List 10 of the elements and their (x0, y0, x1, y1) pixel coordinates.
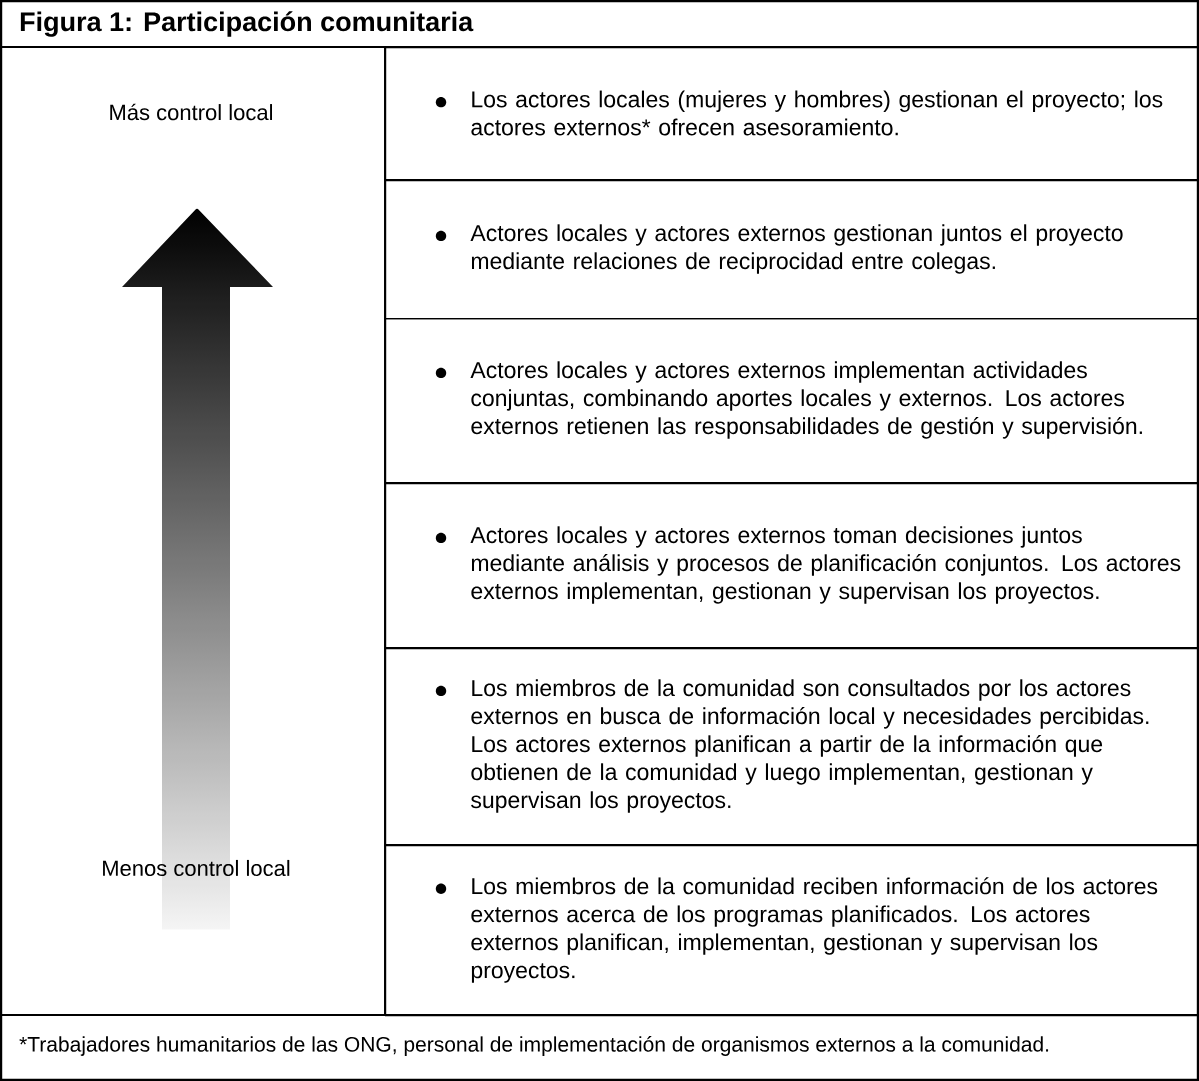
table-cell: Actores locales y actores externos gestionan juntos el proyecto mediante relaciones de reciprocidad entre colegas. (385, 180, 1199, 320)
table-cell: Los actores locales (mujeres y hombres) gestionan el proyecto; los actores externos* ofrecen asesoramiento. (385, 47, 1199, 181)
table-cell: Los miembros de la comunidad son consultados por los actores externos en busca de información local y necesidades percibidas. Los actores externos planifican a partir de la información que obtienen de la comunidad y luego implementan, gestionan y supervisan los proyectos. (385, 648, 1199, 846)
footnote: *Trabajadores humanitarios de las ONG, personal de implementación de organismos externos a la comunidad. (19, 1036, 1049, 1056)
axis-label: Menos control local (103, 859, 290, 877)
table-cell: Actores locales y actores externos toman decisiones juntos mediante análisis y procesos de planificación conjuntos. Los actores externos implementan, gestionan y supervisan los proyectos. (385, 483, 1199, 649)
table-cell: Actores locales y actores externos implementan actividades conjuntas, combinando aportes locales y externos. Los actores externos retienen las responsabilidades de gestión y supervisión. (385, 318, 1199, 484)
table-cell: Los miembros de la comunidad reciben información de los actores externos acerca de los programas planificados. Los actores externos planifican, implementan, gestionan y supervisan los proyectos. (385, 845, 1199, 1017)
axis-label: Más control local (110, 103, 273, 121)
title: Figura 1: Participación comunitaria (20, 11, 474, 37)
